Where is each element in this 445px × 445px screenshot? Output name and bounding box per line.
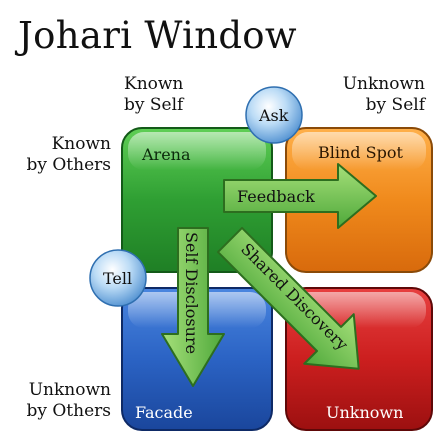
ask-label: Ask [258, 106, 289, 125]
header-unknown-by-self-line1: Unknown [342, 74, 425, 94]
header-known-by-self-line2: by Self [124, 95, 184, 115]
tell-bubble [89, 249, 147, 307]
blind-spot-label: Blind Spot [318, 143, 403, 162]
self-disclosure-arrow [161, 227, 225, 387]
header-known-by-self-line1: Known [124, 74, 184, 94]
header-known-by-others-line1: Known [51, 134, 111, 154]
header-unknown-by-others-line1: Unknown [28, 380, 111, 400]
header-unknown-by-self: Unknown by Self [343, 74, 425, 116]
ask-bubble [245, 86, 303, 144]
facade-label: Facade [135, 403, 193, 422]
tell-label: Tell [103, 269, 132, 288]
shared-discovery-arrow [216, 226, 360, 370]
page-title: Johari Window [18, 14, 297, 57]
header-known-by-others-line2: by Others [26, 155, 111, 175]
header-unknown-by-others: Unknown by Others [26, 380, 111, 422]
header-known-by-self: Known by Self [124, 74, 183, 116]
header-unknown-by-self-line2: by Self [365, 95, 425, 115]
unknown-label: Unknown [326, 403, 403, 422]
self-disclosure-label: Self Disclosure [182, 232, 201, 354]
feedback-label: Feedback [237, 187, 315, 206]
arena-label: Arena [141, 145, 191, 164]
feedback-arrow [223, 163, 377, 229]
header-unknown-by-others-line2: by Others [26, 401, 111, 421]
header-known-by-others: Known by Others [26, 134, 111, 176]
